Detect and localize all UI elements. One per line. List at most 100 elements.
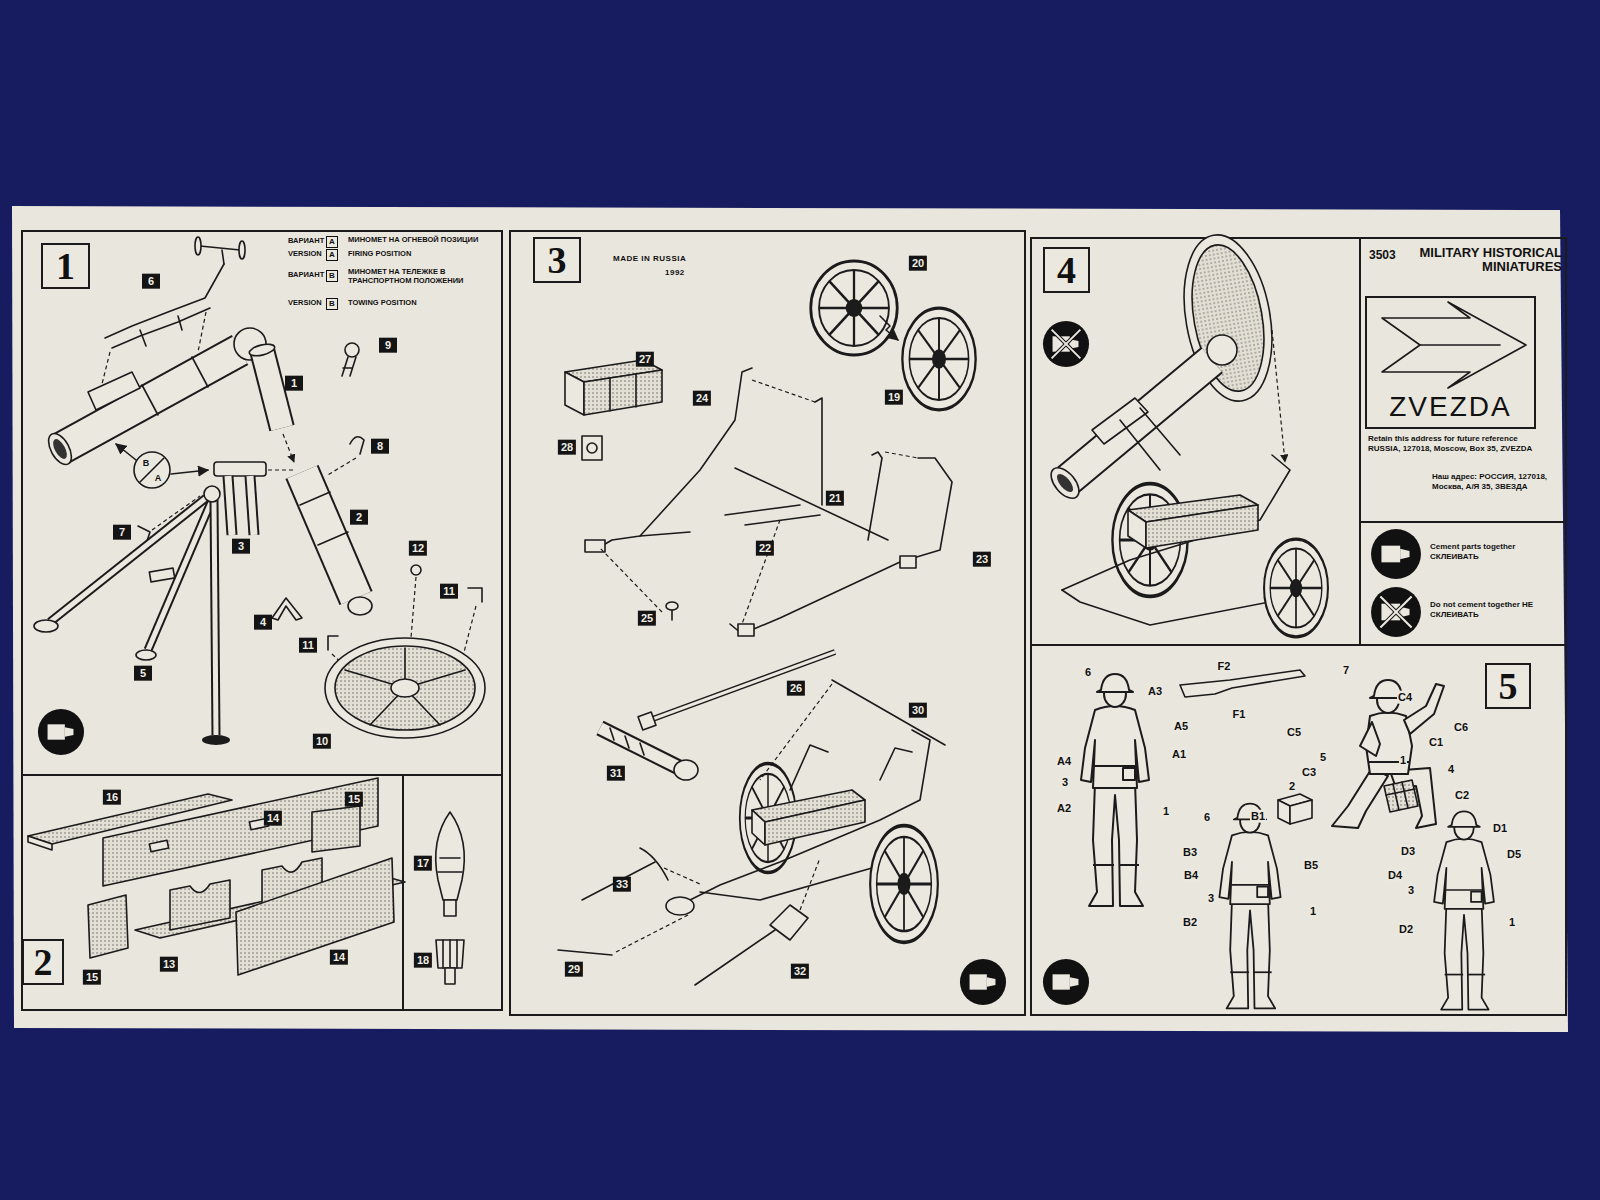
part-code: 1 (1162, 805, 1170, 818)
callout-number: 13 (160, 957, 178, 972)
cement-icon (38, 709, 84, 755)
part-code: C2 (1454, 789, 1470, 802)
callout-number: 10 (313, 734, 331, 749)
callout-number: 19 (885, 390, 903, 405)
callout-number: 22 (756, 541, 774, 556)
callout-number: 9 (379, 338, 397, 353)
callout-number: 3 (232, 539, 250, 554)
part-code: C1 (1428, 736, 1444, 749)
part-code: D5 (1506, 848, 1522, 861)
label-text: B (143, 458, 150, 468)
part-code: C6 (1453, 721, 1469, 734)
label-text: 1992 (665, 268, 685, 277)
part-code: A2 (1056, 802, 1072, 815)
label-text: B (326, 298, 338, 310)
part-code: F1 (1232, 708, 1247, 721)
no-cement-icon (1371, 587, 1421, 637)
label-text: VERSION (288, 250, 322, 259)
part-code: D1 (1492, 822, 1508, 835)
part-code: 7 (1342, 664, 1350, 677)
callout-number: 11 (299, 638, 317, 653)
mortar-bomb (436, 812, 465, 984)
part-code: D2 (1398, 923, 1414, 936)
callout-number: 23 (973, 552, 991, 567)
crew-figures (1081, 670, 1494, 1010)
callout-number: 16 (103, 790, 121, 805)
callout-number: 14 (330, 950, 348, 965)
node-text: 5 (1499, 667, 1518, 705)
step-number: 3 (533, 237, 581, 283)
callout-number: 11 (440, 584, 458, 599)
panel-frames (22, 231, 1566, 1015)
part-code: A1 (1171, 748, 1187, 761)
step-number: 2 (22, 939, 64, 985)
callout-number: 17 (414, 856, 432, 871)
part-code: B1 (1250, 810, 1266, 823)
label-text: A (155, 473, 162, 483)
baseplate (325, 638, 485, 738)
label-text: B (326, 270, 338, 282)
label-text: Do not cement together НЕ СКЛЕИВАТЬ (1430, 600, 1558, 619)
label-text: ВАРИАНТ (288, 237, 324, 246)
callout-number: 31 (607, 766, 625, 781)
callout-number: 8 (371, 439, 389, 454)
part-code: 1 (1508, 916, 1516, 929)
callout-number: 21 (826, 491, 844, 506)
label-text: Наш адрес: РОССИЯ, 127018, Москва, А/Я 3… (1432, 472, 1560, 491)
callout-number: 29 (565, 962, 583, 977)
part-code: A3 (1147, 685, 1163, 698)
node-text: 1 (56, 247, 75, 285)
label-text: A (326, 249, 338, 261)
label-text: TOWING POSITION (348, 299, 417, 308)
part-code: 3 (1207, 892, 1215, 905)
node-text: ZVEZDA (1389, 393, 1511, 421)
part-code: 1 (1399, 754, 1407, 767)
part-code: D4 (1387, 869, 1403, 882)
callout-number: 6 (142, 274, 160, 289)
callout-number: 32 (791, 964, 809, 979)
callout-number: 5 (134, 666, 152, 681)
callout-number: 2 (350, 510, 368, 525)
label-text: FIRING POSITION (348, 250, 411, 259)
callout-number: 33 (613, 877, 631, 892)
callout-number: 30 (909, 703, 927, 718)
logo-box: ZVEZDA (1365, 296, 1536, 429)
version-selector (116, 444, 208, 488)
part-code: B2 (1182, 916, 1198, 929)
node-text: 4 (1057, 251, 1076, 289)
part-code: D3 (1400, 845, 1416, 858)
callout-number: 24 (693, 391, 711, 406)
node-text: 2 (34, 943, 53, 981)
cement-icon (1371, 529, 1421, 579)
label-text: VERSION (288, 299, 322, 308)
label-text: ВАРИАНТ (288, 271, 324, 280)
part-code: B3 (1182, 846, 1198, 859)
label-text: 3503 (1369, 249, 1396, 263)
callout-number: 27 (636, 352, 654, 367)
ammo-box-parts (28, 778, 405, 975)
part-code: 6 (1084, 666, 1092, 679)
callout-number: 18 (414, 953, 432, 968)
mortar-barrel (44, 328, 266, 468)
callout-number: 25 (638, 611, 656, 626)
step-number: 4 (1043, 247, 1090, 293)
callout-number: 14 (264, 811, 282, 826)
callout-number: 20 (909, 256, 927, 271)
part-code: C5 (1286, 726, 1302, 739)
part-code: 3 (1061, 776, 1069, 789)
callout-number: 1 (285, 376, 303, 391)
zvezda-logo (1382, 302, 1526, 388)
part-code: A5 (1173, 720, 1189, 733)
part-code: 5 (1319, 751, 1327, 764)
callout-number: 15 (345, 792, 363, 807)
label-text: Cement parts together СКЛЕИВАТЬ (1430, 542, 1558, 561)
callout-number: 4 (254, 615, 272, 630)
label-text: A (326, 236, 338, 248)
cement-icon (1043, 959, 1089, 1005)
part-code: B5 (1303, 859, 1319, 872)
label-text: МИНОМЕТ НА ТЕЛЕЖКЕ В ТРАНСПОРТНОМ ПОЛОЖЕ… (348, 268, 498, 285)
label-text: Retain this address for future reference… (1368, 434, 1540, 453)
